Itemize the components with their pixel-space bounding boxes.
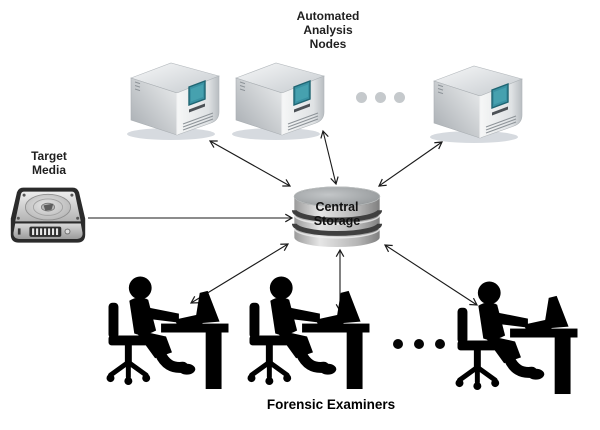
- arrow-node3-storage: [378, 141, 443, 187]
- arrow-examiner3-storage: [383, 244, 479, 306]
- server-icon: [428, 59, 528, 143]
- ellipsis-dots-bottom-icon: [393, 339, 456, 349]
- ellipsis-dots-top-icon: [356, 92, 413, 103]
- forensic-examiners-label: Forensic Examiners: [266, 397, 396, 412]
- server-icon: [230, 56, 330, 140]
- examiner-at-desk-icon: [103, 274, 235, 391]
- dot-icon: [375, 92, 386, 103]
- dot-icon: [414, 339, 424, 349]
- dot-icon: [356, 92, 367, 103]
- examiner-at-desk-icon: [452, 279, 584, 396]
- automated-analysis-nodes-label: Automated Analysis Nodes: [296, 9, 360, 51]
- server-icon: [125, 56, 225, 140]
- arrow-node2-storage: [320, 129, 339, 186]
- examiner-at-desk-icon: [244, 274, 376, 391]
- arrow-node1-storage: [208, 140, 292, 187]
- dot-icon: [435, 339, 445, 349]
- target-media-label: Target Media: [31, 149, 67, 177]
- central-storage-label: Central Storage: [313, 200, 361, 229]
- hard-drive-icon: [9, 185, 87, 247]
- dot-icon: [394, 92, 405, 103]
- dot-icon: [393, 339, 403, 349]
